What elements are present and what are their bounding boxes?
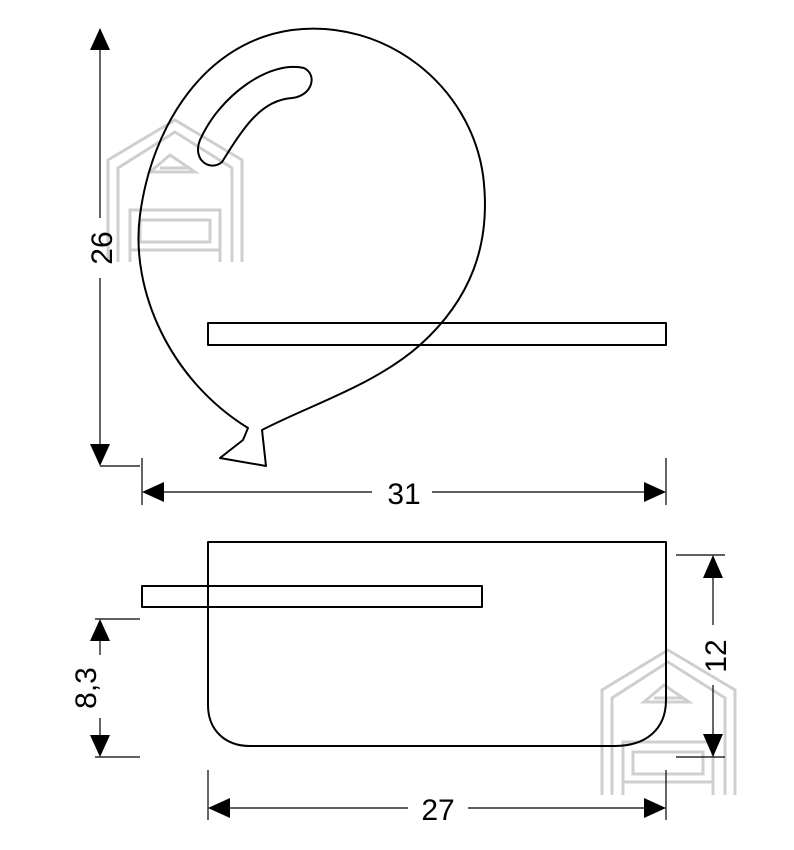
shelf-side-view [141,541,667,747]
dimension-height-12: 12 [676,554,733,758]
balloon-front-view [137,27,667,467]
dimension-label-depth: 27 [421,794,454,827]
dimension-width-31: 31 [141,458,667,511]
dimension-label-width: 31 [387,478,420,511]
house-sofa-icon [106,118,244,262]
dimension-label-shelf-height: 12 [700,639,733,672]
dimension-depth-27: 27 [207,770,667,827]
dimension-height-26: 26 [86,28,140,467]
house-sofa-icon [600,648,737,795]
dimension-label-offset: 8,3 [70,667,103,709]
dimension-label-height: 26 [86,231,119,264]
dimension-offset-8-3: 8,3 [70,618,140,758]
